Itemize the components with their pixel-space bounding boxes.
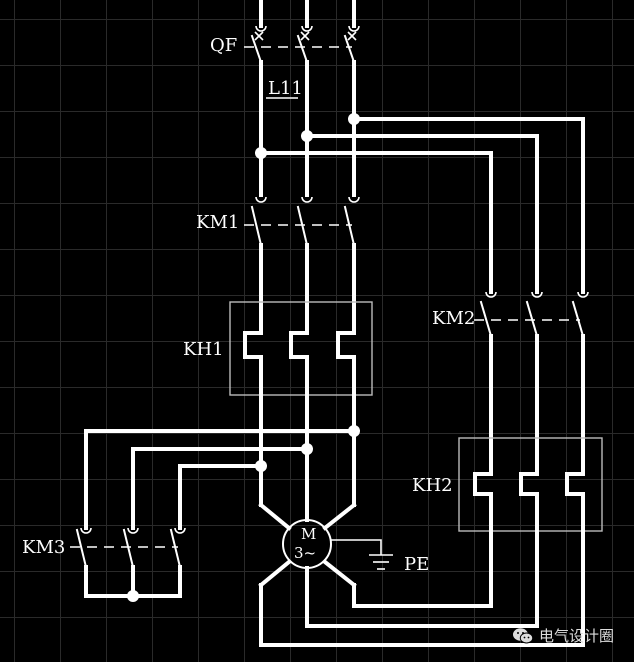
junction-dot <box>255 147 267 159</box>
km2-feed-lines <box>259 117 585 294</box>
junction-dot <box>255 460 267 472</box>
motor-phase-label: 3~ <box>294 544 317 562</box>
watermark: 电气设计圈 <box>512 625 614 646</box>
junction-dot <box>348 113 360 125</box>
km1-label: KM1 <box>196 212 240 233</box>
junction-dot <box>301 130 313 142</box>
km3-feed-lines <box>84 429 356 530</box>
km2-label: KM2 <box>432 308 476 329</box>
qf-label: QF <box>210 35 238 56</box>
km2-contactor <box>474 291 589 476</box>
kh2-thermal-relay <box>458 437 603 532</box>
qf-breaker <box>244 25 360 64</box>
motor <box>258 502 357 647</box>
km3-contactor <box>70 527 186 598</box>
pe-ground <box>331 539 393 570</box>
motor-m-label: M <box>301 525 317 543</box>
kh1-thermal-relay <box>229 301 373 522</box>
junction-dot <box>348 425 360 437</box>
km3-label: KM3 <box>22 537 66 558</box>
kh1-label: KH1 <box>183 339 224 360</box>
km2-return-lines <box>259 492 585 647</box>
pe-label: PE <box>404 554 430 575</box>
kh2-label: KH2 <box>412 475 453 496</box>
main-phase-lines <box>259 0 356 197</box>
watermark-text: 电气设计圈 <box>539 627 615 645</box>
junction-dot <box>301 443 313 455</box>
km1-contactor <box>244 196 360 335</box>
star-point-dot <box>127 590 139 602</box>
wechat-icon <box>513 627 534 643</box>
l11-label: L11 <box>268 78 303 99</box>
